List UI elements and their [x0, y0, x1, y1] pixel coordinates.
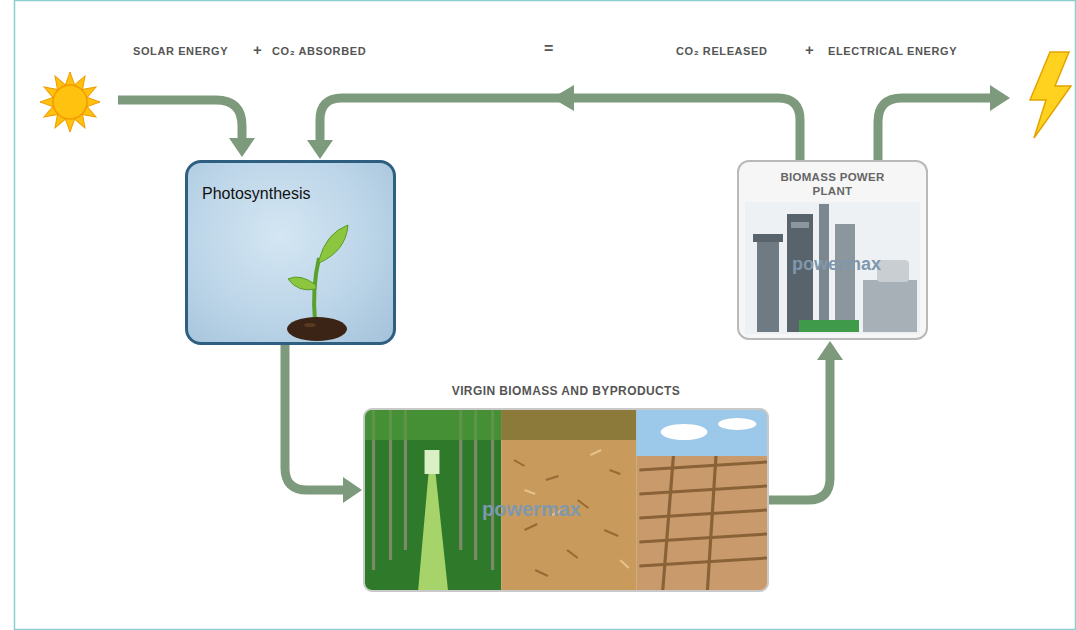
node-label: Photosynthesis: [188, 163, 393, 203]
plus-sign: +: [253, 41, 262, 58]
equation-term: ELECTRICAL ENERGY: [828, 45, 957, 57]
power-plant-box: BIOMASS POWER PLANT: [737, 160, 928, 340]
sun-icon: [40, 72, 100, 132]
plus-sign: +: [805, 41, 814, 58]
equals-sign: =: [544, 40, 554, 58]
flow-arrow: [320, 98, 800, 160]
node-label: BIOMASS POWER PLANT: [773, 170, 893, 199]
biomass-panel: VIRGIN BIOMASS AND BYPRODUCTS: [363, 380, 769, 592]
watermark: powermax: [792, 254, 881, 275]
page-frame: [15, 1, 1076, 630]
equation-term: SOLAR ENERGY: [133, 45, 228, 57]
watermark: powermax: [482, 498, 581, 521]
node-label: VIRGIN BIOMASS AND BYPRODUCTS: [363, 380, 769, 398]
equation-term: CO₂ ABSORBED: [272, 45, 366, 57]
lightning-icon: [1030, 52, 1071, 138]
flow-arrow: [769, 359, 830, 500]
flow-arrow: [285, 345, 344, 490]
process-box: Photosynthesis: [185, 160, 396, 345]
equation-term: CO₂ RELEASED: [676, 45, 768, 57]
energy-arrow: [118, 98, 992, 160]
